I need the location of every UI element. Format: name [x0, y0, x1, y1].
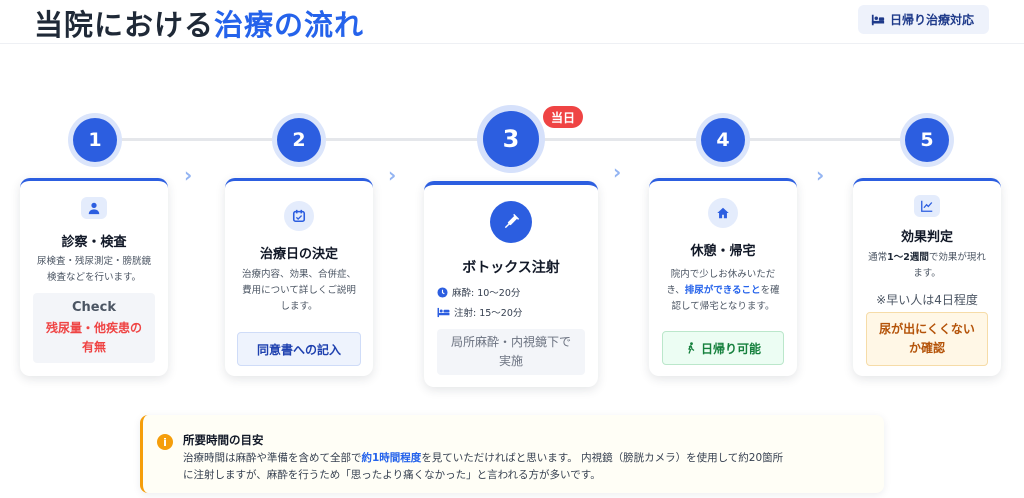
procedure-method-line-2: 実施: [498, 354, 523, 368]
info-text-part: を見ていただければと思います。 内視鏡（膀胱カメラ）を使用して約20箇所: [421, 452, 784, 464]
step-5-text-line: ます。: [913, 268, 941, 279]
page-title-main: 当院における: [34, 8, 215, 42]
doctor-icon: [81, 197, 107, 219]
step-1-card: 診察・検査 尿検査・残尿測定・膀胱鏡 検査などを行います。 Check 残尿量・…: [20, 178, 168, 376]
chevron-right-icon: ›: [388, 163, 397, 187]
procedure-method-box: 局所麻酔・内視鏡下で 実施: [437, 329, 585, 375]
page-title-accent: 治療の流れ: [214, 8, 365, 42]
step-4-text-line: 認して帰宅となります。: [671, 301, 775, 312]
chevron-right-icon: ›: [184, 163, 193, 187]
consent-form-label: 同意書への記入: [256, 342, 341, 357]
step-2-text-line: 治療内容、効果、合併症、: [241, 269, 356, 280]
anesthesia-time-label: 麻酔: 10〜20分: [452, 288, 521, 299]
step-1-description: 尿検査・残尿測定・膀胱鏡 検査などを行います。: [26, 254, 162, 286]
step-1-number: 1: [73, 118, 117, 162]
badge-label: 日帰り治療対応: [890, 13, 975, 27]
step-1-text-line: 検査などを行います。: [46, 272, 142, 283]
step-5-description: 通常1〜2週間で効果が現れ ます。: [859, 250, 995, 282]
step-2-number: 2: [277, 118, 321, 162]
page-title: 当院における治療の流れ: [34, 2, 364, 44]
home-icon: [708, 198, 738, 228]
step-3-title: ボトックス注射: [462, 260, 560, 276]
calendar-icon: [284, 201, 314, 231]
injection-time: 注射: 15〜20分: [437, 305, 522, 319]
check-line-2: 有無: [81, 339, 106, 354]
step-5-text-part: で効果が現れ: [928, 252, 986, 263]
check-line-1: 残尿量・他疾患の: [45, 320, 142, 335]
step-5-text-line: 通常1〜2週間で効果が現れ: [859, 250, 995, 266]
urination-check-line-2: か確認: [908, 341, 945, 355]
step-5-title: 効果判定: [900, 230, 953, 245]
day-treatment-badge: 日帰り治療対応: [858, 5, 989, 34]
syringe-icon: [490, 201, 532, 243]
today-tag: 当日: [543, 106, 583, 128]
anesthesia-time: 麻酔: 10〜20分: [437, 285, 520, 299]
info-text-part: 治療時間は麻酔や準備を含めて全部で: [183, 452, 362, 464]
step-5-text-part: 通常: [868, 252, 888, 263]
step-4-text-part: き、: [666, 285, 685, 296]
urination-check-line-1: 尿が出にくくない: [879, 322, 975, 336]
step-1-check-box: Check 残尿量・他疾患の 有無: [33, 293, 155, 363]
step-3-number: 3: [483, 111, 539, 167]
page-header: 当院における治療の流れ 日帰り治療対応: [0, 0, 1024, 44]
step-2-title: 治療日の決定: [259, 247, 338, 262]
same-day-return-box: 日帰り可能: [662, 331, 784, 365]
step-1-title: 診察・検査: [61, 235, 127, 250]
chart-icon: [914, 195, 940, 217]
step-4-text-emphasis: 排尿ができること: [684, 285, 761, 296]
info-text-emphasis: 約1時間程度: [361, 452, 422, 464]
bed-person-icon: [871, 14, 885, 25]
consent-form-box: 同意書への記入: [237, 332, 361, 366]
info-icon: i: [157, 434, 173, 450]
step-2-text-line: します。: [280, 301, 318, 312]
step-4-text-line: き、排尿ができることを確: [655, 283, 791, 299]
urination-check-box: 尿が出にくくない か確認: [866, 312, 988, 366]
step-2-description: 治療内容、効果、合併症、 費用について詳しくご説明 します。: [231, 267, 367, 315]
step-4-text-part: を確: [760, 285, 780, 296]
step-3-card: ボトックス注射 麻酔: 10〜20分 注射: 15〜20分 局所麻酔・内視鏡下で…: [424, 181, 598, 387]
procedure-method-line-1: 局所麻酔・内視鏡下で: [450, 335, 571, 349]
step-4-text-line: 院内で少しお休みいただ: [670, 269, 776, 280]
step-5-number: 5: [905, 118, 949, 162]
clock-icon: [437, 286, 448, 298]
chevron-right-icon: ›: [613, 160, 622, 184]
step-1-text-line: 尿検査・残尿測定・膀胱鏡: [36, 256, 151, 267]
same-day-return-label: 日帰り可能: [700, 341, 761, 356]
early-effect-note: ※早い人は4日程度: [876, 293, 978, 307]
check-label: Check: [72, 299, 116, 315]
info-description: 治療時間は麻酔や準備を含めて全部で約1時間程度を見ていただければと思います。 内…: [183, 450, 873, 484]
info-line-1: 治療時間は麻酔や準備を含めて全部で約1時間程度を見ていただければと思います。 内…: [183, 450, 873, 467]
step-2-text-line: 費用について詳しくご説明: [242, 285, 356, 296]
step-5-text-emphasis: 1〜2週間: [887, 252, 929, 263]
step-4-description: 院内で少しお休みいただ き、排尿ができることを確 認して帰宅となります。: [655, 267, 791, 315]
chevron-right-icon: ›: [816, 163, 825, 187]
duration-info-box: [140, 415, 884, 493]
step-4-title: 休憩・帰宅: [690, 244, 756, 259]
step-5-card: 効果判定 通常1〜2週間で効果が現れ ます。 ※早い人は4日程度 尿が出にくくな…: [853, 178, 1001, 376]
step-4-number: 4: [701, 118, 745, 162]
step-2-card: 治療日の決定 治療内容、効果、合併症、 費用について詳しくご説明 します。 同意…: [225, 178, 373, 376]
injection-time-label: 注射: 15〜20分: [454, 308, 523, 319]
info-title: 所要時間の目安: [183, 433, 264, 447]
step-4-card: 休憩・帰宅 院内で少しお休みいただ き、排尿ができることを確 認して帰宅となりま…: [649, 178, 797, 376]
info-line-2: に注射しますが、麻酔を行うため「思ったより痛くなかった」と言われる方が多いです。: [183, 469, 601, 481]
walking-person-icon: [688, 342, 695, 354]
bed-icon: [437, 307, 450, 317]
